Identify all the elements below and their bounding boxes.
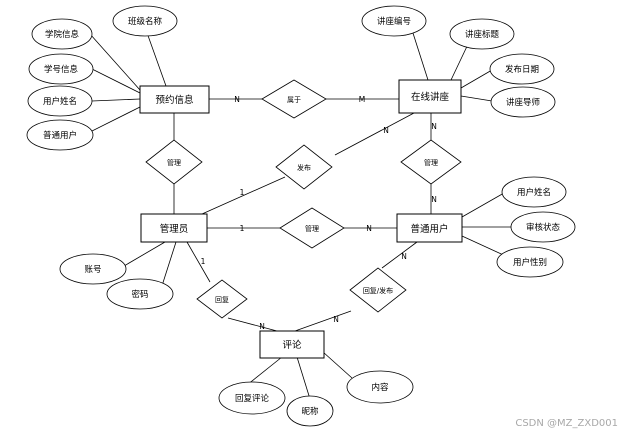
relationship-manage-reservation: 管理 xyxy=(145,139,203,185)
attribute-label: 学院信息 xyxy=(45,29,80,40)
connector xyxy=(334,112,415,156)
connector xyxy=(91,98,141,102)
entity-lecture: 在线讲座 xyxy=(398,79,462,114)
attribute-label: 发布日期 xyxy=(505,64,539,75)
attribute-label: 昵称 xyxy=(301,406,319,417)
cardinality-label: N xyxy=(401,252,407,261)
relationship-label: 管理 xyxy=(424,158,438,167)
relationship-label: 管理 xyxy=(167,158,181,167)
attribute-user-status: 审核状态 xyxy=(510,211,576,243)
attribute-label: 账号 xyxy=(84,265,101,275)
connector-lines xyxy=(89,29,512,400)
attribute-label: 用户姓名 xyxy=(517,187,551,198)
attribute-lecture-title: 讲座标题 xyxy=(449,18,515,50)
attribute-label: 密码 xyxy=(131,289,148,300)
relationship-label: 回复/发布 xyxy=(363,286,393,295)
entity-label: 预约信息 xyxy=(155,94,193,106)
attribute-comment-content: 内容 xyxy=(346,370,414,404)
entity-label: 在线讲座 xyxy=(411,91,450,103)
relationship-belongs: 属于 xyxy=(261,79,327,119)
entity-label: 管理员 xyxy=(160,223,189,235)
connector xyxy=(460,69,493,89)
connector xyxy=(294,310,352,332)
attribute-label: 讲座编号 xyxy=(377,16,411,27)
entity-label: 普通用户 xyxy=(410,223,448,235)
relationship-reply-publish: 回复/发布 xyxy=(349,267,407,313)
relationship-label: 属于 xyxy=(287,96,301,104)
attribute-lecture-tutor: 讲座导师 xyxy=(490,86,556,118)
attribute-lecture-id: 讲座编号 xyxy=(361,5,427,37)
cardinality-label: N xyxy=(234,95,240,104)
cardinality-label: M xyxy=(359,95,365,104)
relationship-manage-user: 管理 xyxy=(279,207,345,249)
attribute-label: 讲座标题 xyxy=(465,29,500,40)
connector xyxy=(201,176,286,215)
attribute-user-name: 用户姓名 xyxy=(501,176,567,208)
connector xyxy=(460,95,493,102)
attribute-label: 班级名称 xyxy=(128,16,163,27)
attribute-lecture-date: 发布日期 xyxy=(489,53,555,85)
attribute-label: 讲座导师 xyxy=(506,97,541,108)
relationship-reply: 回复 xyxy=(196,279,248,319)
attribute-reservation-username: 用户姓名 xyxy=(27,85,93,117)
connector xyxy=(123,241,166,267)
cardinality-label: N xyxy=(431,122,437,131)
cardinality-label: 1 xyxy=(201,257,206,266)
cardinality-label: N xyxy=(383,126,389,135)
connector xyxy=(461,192,505,218)
relationship-label: 发布 xyxy=(297,163,311,172)
attribute-comment-nickname: 昵称 xyxy=(286,395,334,427)
connector xyxy=(91,105,143,132)
attribute-reservation-user: 普通用户 xyxy=(26,119,94,151)
attribute-comment-reply: 回复评论 xyxy=(218,381,286,415)
attribute-reservation-class: 班级名称 xyxy=(112,5,178,37)
cardinality-labels: N M 1 N N N 1 N 1 N N N xyxy=(201,95,437,331)
connector xyxy=(322,351,353,379)
entity-reservation: 预约信息 xyxy=(139,85,210,114)
cardinality-label: N xyxy=(259,322,265,331)
attribute-admin-password: 密码 xyxy=(106,278,174,310)
entity-admin: 管理员 xyxy=(140,213,208,243)
entity-user: 普通用户 xyxy=(396,213,463,243)
entity-comment: 评论 xyxy=(259,330,325,359)
cardinality-label: 1 xyxy=(240,224,245,233)
attribute-label: 用户性别 xyxy=(513,257,547,268)
attribute-label: 学号信息 xyxy=(44,64,79,75)
connector xyxy=(89,33,141,91)
relationship-manage-lecture: 管理 xyxy=(400,139,462,185)
relationship-label: 回复 xyxy=(215,295,229,304)
cardinality-label: N xyxy=(333,315,339,324)
connector xyxy=(91,68,141,94)
connector xyxy=(411,29,429,81)
attribute-user-gender: 用户性别 xyxy=(496,246,564,278)
attribute-reservation-student-id: 学号信息 xyxy=(28,53,94,85)
relationship-label: 管理 xyxy=(305,224,319,233)
attribute-label: 内容 xyxy=(371,382,389,393)
attribute-label: 回复评论 xyxy=(235,393,270,404)
attribute-admin-account: 账号 xyxy=(59,253,127,285)
attribute-label: 用户姓名 xyxy=(43,96,77,107)
attribute-reservation-college: 学院信息 xyxy=(31,18,93,50)
connector xyxy=(381,241,418,269)
cardinality-label: 1 xyxy=(240,188,245,197)
connector xyxy=(227,317,278,332)
attribute-label: 审核状态 xyxy=(526,222,561,233)
connector xyxy=(145,29,167,87)
cardinality-label: N xyxy=(366,224,372,233)
attribute-label: 普通用户 xyxy=(43,130,77,141)
cardinality-label: N xyxy=(431,195,437,204)
watermark: CSDN @MZ_ZXD001 xyxy=(515,418,618,429)
relationship-publish: 发布 xyxy=(275,144,333,190)
connector xyxy=(296,356,311,400)
entity-label: 评论 xyxy=(282,339,302,351)
connector xyxy=(186,241,211,283)
connector xyxy=(246,356,283,386)
